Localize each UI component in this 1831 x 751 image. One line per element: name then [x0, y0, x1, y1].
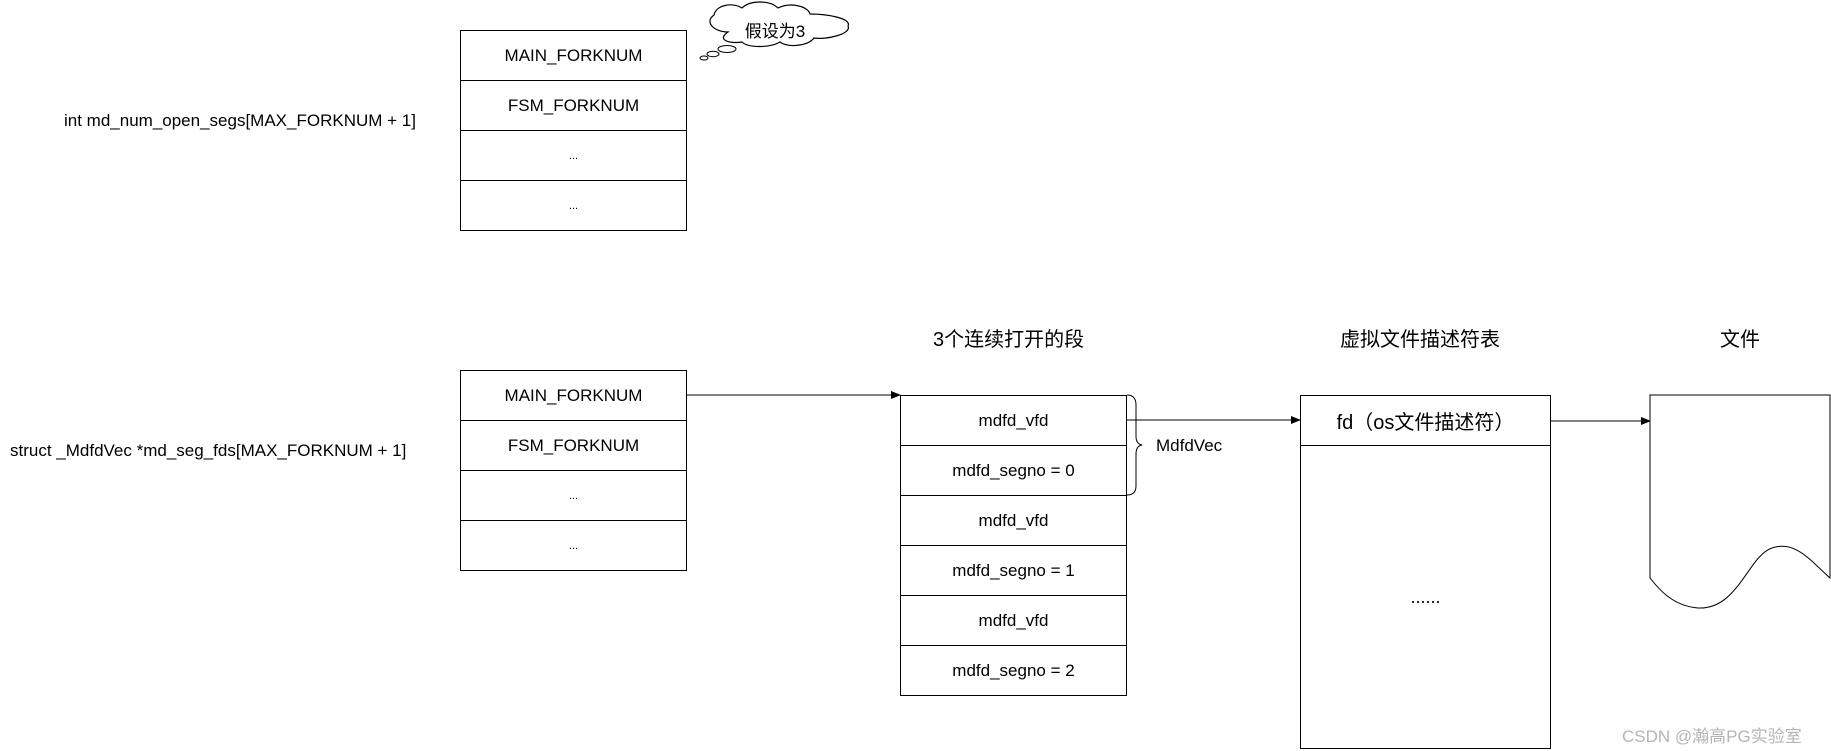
mdfdvec-brace	[1126, 394, 1143, 496]
bottom-array-label: struct _MdfdVec *md_seg_fds[MAX_FORKNUM …	[10, 441, 407, 460]
top-array-cell-main: MAIN_FORKNUM	[461, 31, 686, 81]
segments-heading: 3个连续打开的段	[933, 329, 1085, 351]
segments-stack: mdfd_vfd mdfd_segno = 0 mdfd_vfd mdfd_se…	[900, 395, 1127, 696]
bottom-array-cell-fsm: FSM_FORKNUM	[461, 421, 686, 471]
vfd-table-header-cell: fd（os文件描述符）	[1301, 396, 1550, 446]
top-array-label: int md_num_open_segs[MAX_FORKNUM + 1]	[64, 111, 416, 130]
mdfdvec-brace-label: MdfdVec	[1156, 436, 1223, 455]
file-heading: 文件	[1720, 329, 1760, 351]
bottom-array-cell-ellipsis-1: ...	[461, 471, 686, 521]
bottom-array-cell-ellipsis-2: ...	[568, 539, 579, 552]
watermark: CSDN @瀚高PG实验室	[1622, 727, 1802, 746]
top-array-cell-ellipsis-1: ...	[461, 131, 686, 181]
bottom-array-stack: MAIN_FORKNUM FSM_FORKNUM ... ...	[460, 370, 687, 571]
bottom-array-cell-main: MAIN_FORKNUM	[461, 371, 686, 421]
segment-1-vfd: mdfd_vfd	[901, 496, 1126, 546]
vfd-table-heading: 虚拟文件描述符表	[1340, 329, 1500, 351]
top-array-cell-ellipsis-2: ...	[568, 199, 579, 212]
segment-0-vfd: mdfd_vfd	[901, 396, 1126, 446]
vfd-table-body: ......	[1410, 586, 1441, 607]
top-array-cell-fsm: FSM_FORKNUM	[461, 81, 686, 131]
file-shape	[1649, 394, 1831, 609]
top-array-stack: MAIN_FORKNUM FSM_FORKNUM ... ...	[460, 30, 687, 231]
vfd-table: fd（os文件描述符） ......	[1300, 395, 1551, 749]
segment-2-segno: mdfd_segno = 2	[952, 660, 1075, 680]
callout-text: 假设为3	[745, 22, 805, 41]
segment-0-segno: mdfd_segno = 0	[901, 446, 1126, 496]
segment-1-segno: mdfd_segno = 1	[901, 546, 1126, 596]
callout-cloud	[699, 1, 849, 61]
segment-2-vfd: mdfd_vfd	[901, 596, 1126, 646]
